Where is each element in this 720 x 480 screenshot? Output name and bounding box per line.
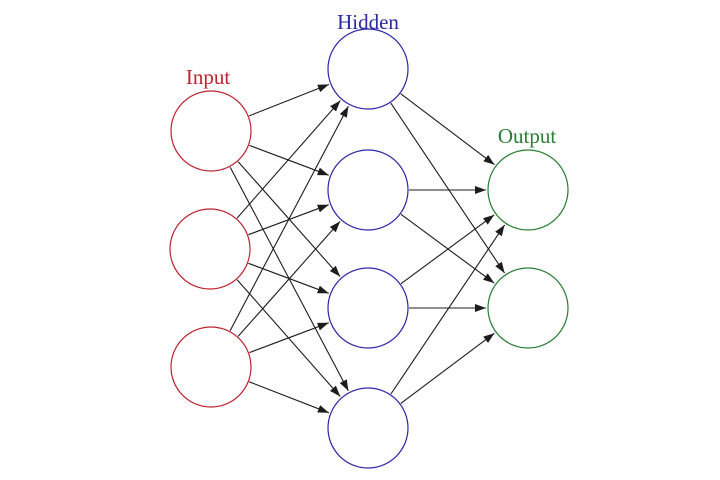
edge-input-1-to-hidden-1: [248, 83, 330, 117]
edge-input-2-to-hidden-1: [236, 100, 341, 219]
hidden-1-node: [327, 28, 409, 110]
output-1-node: [487, 149, 569, 231]
edge-hidden-4-to-output-2: [400, 332, 495, 404]
output-layer-label: Output: [498, 124, 557, 148]
edge-input-3-to-hidden-1: [229, 105, 349, 331]
input-layer-label: Input: [186, 65, 230, 89]
edge-input-1-to-hidden-2: [249, 144, 329, 176]
edge-hidden-1-to-output-2: [390, 102, 506, 274]
edge-hidden-1-to-output-1: [400, 93, 495, 166]
hidden-3-node: [327, 267, 409, 349]
edge-input-3-to-hidden-4: [249, 381, 330, 414]
edge-input-2-to-hidden-3: [248, 262, 329, 294]
hidden-4-node: [327, 387, 409, 469]
edge-input-3-to-hidden-2: [237, 221, 341, 337]
hidden-layer-label: Hidden: [337, 10, 399, 34]
output-2-node: [487, 267, 569, 349]
input-2-node: [169, 208, 251, 290]
edge-hidden-4-to-output-1: [390, 224, 506, 395]
hidden-2-node: [327, 149, 409, 231]
input-3-node: [170, 326, 252, 408]
input-1-node: [170, 90, 252, 172]
edge-input-3-to-hidden-3: [249, 322, 329, 354]
edge-hidden-3-to-output-1: [400, 214, 495, 285]
